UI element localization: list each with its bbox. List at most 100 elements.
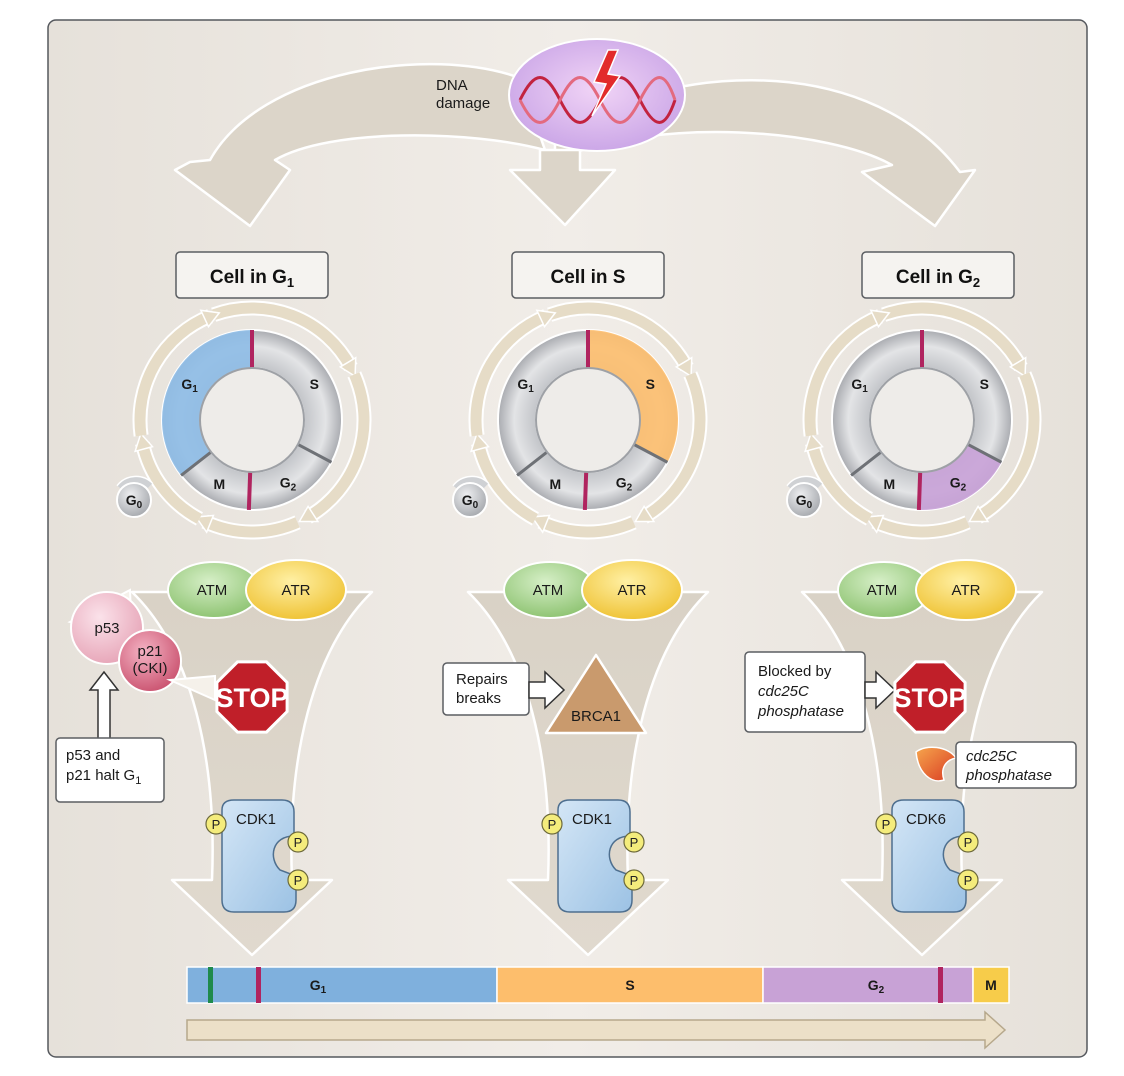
cycle-arrow — [804, 311, 883, 437]
g2-checkpoint-marker — [938, 967, 943, 1003]
phase-divider — [850, 450, 882, 477]
phase-label-g2: G2 — [280, 474, 297, 493]
phosphate-label: P — [630, 873, 639, 888]
phosphate-group — [623, 831, 645, 853]
g0-arrow — [117, 477, 153, 490]
phosphate-label: P — [882, 817, 891, 832]
cycle-arrow — [211, 302, 356, 371]
svg-text:Cell in G2: Cell in G2 — [896, 267, 980, 290]
g0-arrow — [787, 477, 823, 490]
phosphate-label: P — [964, 873, 973, 888]
panel-3-header: Cell in G2 — [861, 251, 1015, 299]
cdc25c-callout-box — [955, 741, 1077, 789]
atr-protein — [581, 559, 683, 621]
phosphate-label: P — [964, 835, 973, 850]
svg-text:p21(CKI): p21(CKI) — [133, 643, 168, 677]
restriction-point-marker — [208, 967, 213, 1003]
phase-divider — [916, 471, 923, 511]
svg-text:S: S — [625, 977, 634, 993]
phosphate-group — [287, 869, 309, 891]
cycle-arrowhead — [1008, 356, 1027, 378]
phosphate-group — [541, 813, 563, 835]
sensor-pair-3: ATM ATR — [837, 559, 1017, 621]
atr-label: ATR — [618, 582, 647, 599]
phase-label-g0: G0 — [462, 492, 479, 511]
phase-label-m: M — [213, 476, 225, 492]
atm-label: ATM — [867, 582, 898, 599]
phase-divider — [180, 450, 212, 477]
cycle-arrow — [538, 516, 636, 538]
phosphate-group — [875, 813, 897, 835]
cdk-label: CDK1 — [572, 811, 612, 828]
phase-label-g0: G0 — [796, 492, 813, 511]
phase-label-g1: G1 — [517, 376, 534, 395]
cycle-arrowhead — [869, 309, 891, 329]
phase-label-s: S — [646, 376, 655, 392]
cdc25c-phosphatase-shape — [915, 746, 958, 782]
stop-sign-2: STOP — [893, 660, 967, 734]
highlighted-phase — [918, 444, 1002, 510]
damage-bolt — [591, 49, 622, 117]
cycle-arrowhead — [674, 356, 693, 378]
svg-text:M: M — [985, 977, 997, 993]
g0-bubble — [452, 482, 488, 518]
svg-text:p53: p53 — [94, 620, 119, 637]
svg-text:G1: G1 — [310, 977, 327, 996]
cycle-arrowhead — [530, 514, 551, 534]
sensor-pair-1: ATM ATR — [167, 559, 347, 621]
atr-label: ATR — [282, 582, 311, 599]
cycle-arrow — [202, 516, 300, 538]
phase-label-m: M — [549, 476, 561, 492]
timeline-m — [972, 966, 1010, 1004]
cycle-arrow — [547, 302, 692, 371]
dna-damage-label: DNA damage — [436, 77, 490, 112]
cycle-arrowhead — [469, 432, 490, 453]
atr-label: ATR — [952, 582, 981, 599]
cdk-label: CDK1 — [236, 811, 276, 828]
cycle-arrow — [881, 302, 1026, 371]
phosphate-label: P — [548, 817, 557, 832]
svg-text:G2: G2 — [868, 977, 885, 996]
atr-protein — [915, 559, 1017, 621]
halt-arrow — [88, 670, 120, 741]
phase-label-g2: G2 — [616, 474, 633, 493]
cycle-arrow — [305, 372, 370, 522]
cycle-arrow — [975, 372, 1040, 522]
phosphate-label: P — [294, 835, 303, 850]
p21-protein — [118, 629, 182, 693]
atm-label: ATM — [197, 582, 228, 599]
phosphate-label: P — [212, 817, 221, 832]
phase-divider — [516, 450, 548, 477]
phase-label-s: S — [980, 376, 989, 392]
cycle-arrowhead — [194, 514, 215, 534]
cycle-arrow — [470, 311, 549, 437]
cycle-arrowhead — [634, 504, 656, 523]
cycle-arrowhead — [803, 432, 824, 453]
cycle-arrow — [872, 516, 970, 538]
timeline-s — [496, 966, 764, 1004]
stop-label: STOP — [893, 683, 966, 713]
svg-text:BRCA1: BRCA1 — [571, 708, 621, 725]
cycle-arrowhead — [199, 309, 221, 329]
g0-bubble — [786, 482, 822, 518]
cell-cycle-ring-2: G1 S G2 M G0 — [452, 300, 708, 540]
highlighted-phase — [588, 330, 678, 463]
phase-label-g0: G0 — [126, 492, 143, 511]
ring-hole — [199, 367, 305, 473]
panel-2-header: Cell in S — [511, 251, 665, 299]
phosphate-group — [287, 831, 309, 853]
cycle-arrowhead — [298, 504, 320, 523]
